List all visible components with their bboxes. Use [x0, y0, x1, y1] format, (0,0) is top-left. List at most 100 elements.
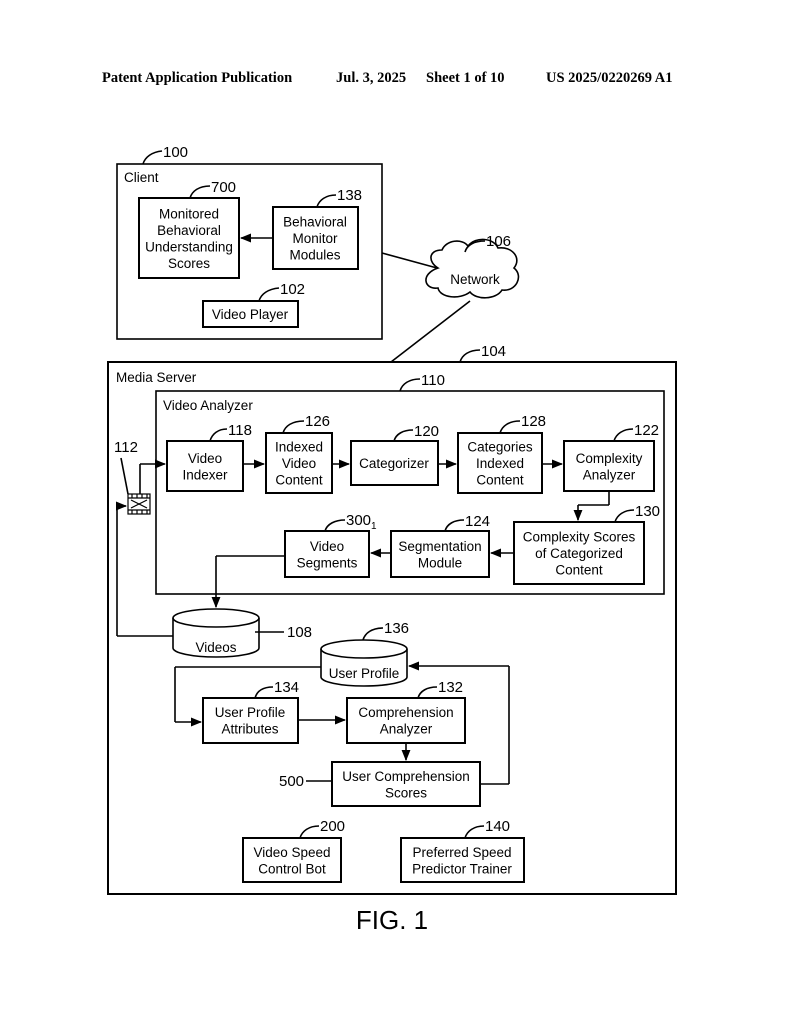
client-label: Client: [124, 170, 159, 185]
comprehension-analyzer-label-line: Comprehension: [358, 705, 453, 720]
ref-video-analyzer: 110: [421, 372, 445, 389]
ref-monitored-scores: 700: [211, 179, 236, 196]
client-network-link: [381, 252, 438, 269]
categories-indexed-content-label-line: Content: [476, 473, 524, 488]
ref-video-indexer: 118: [228, 422, 252, 439]
user-profile-label: User Profile: [329, 666, 400, 681]
ref-behavioral-monitor: 138: [337, 187, 362, 204]
ref-preferred-speed-trainer: 140: [485, 818, 510, 835]
header-publication: Patent Application Publication: [102, 70, 293, 86]
preferred-speed-trainer-label-line: Preferred Speed: [412, 845, 511, 860]
user-profile-attributes-label-line: User Profile: [215, 705, 286, 720]
ref-video-player: 102: [280, 281, 305, 298]
categorizer-label-line: Categorizer: [359, 456, 429, 471]
ref-indexed-video-content: 126: [305, 413, 330, 430]
videos-database: [172, 618, 260, 658]
video-segments-label-line: Video: [310, 539, 344, 554]
client-container: [116, 163, 383, 340]
video-player-label: Video Player: [212, 307, 289, 322]
ref-categories-indexed-content: 128: [521, 413, 546, 430]
monitored-scores-label-line: Monitored: [159, 206, 219, 221]
monitored-scores-label-line: Scores: [168, 256, 210, 271]
header-sheet: Sheet 1 of 10: [426, 70, 505, 86]
video-segments-label-line: Segments: [297, 555, 358, 570]
video-indexer-label-line: Video: [188, 451, 222, 466]
ref-media-server: 104: [481, 343, 506, 360]
video-speed-control-bot-label-line: Control Bot: [258, 861, 326, 876]
network-server-link: [390, 300, 471, 363]
header-number: US 2025/0220269 A1: [546, 70, 673, 86]
network-cloud: [425, 238, 520, 299]
indexed-video-content-label-line: Content: [275, 473, 323, 488]
ref-complexity-analyzer: 122: [634, 422, 659, 439]
video-indexer-label-line: Indexer: [182, 467, 228, 482]
complexity-analyzer-label-line: Complexity: [576, 451, 643, 466]
complexity-scores-label-line: Content: [555, 563, 603, 578]
segmentation-module-label-line: Segmentation: [398, 539, 481, 554]
behavioral-monitor-label-line: Behavioral: [283, 215, 347, 230]
network-label: Network: [450, 272, 500, 287]
ref-segmentation-module: 124: [465, 513, 490, 530]
preferred-speed-trainer-block: [400, 837, 525, 883]
ref-video-speed-control-bot: 200: [320, 818, 345, 835]
monitored-scores-label-line: Behavioral: [157, 223, 221, 238]
user-comprehension-scores-label-line: Scores: [385, 785, 427, 800]
indexed-video-content-label-line: Video: [282, 456, 316, 471]
ref-user-profile: 136: [384, 620, 409, 637]
monitored-scores-block: [138, 197, 240, 279]
header-date: Jul. 3, 2025: [336, 70, 407, 86]
ref-user-comprehension-scores: 500: [279, 773, 304, 790]
preferred-speed-trainer-label-line: Predictor Trainer: [412, 861, 512, 876]
figure-label: FIG. 1: [356, 905, 428, 935]
comprehension-analyzer-label-line: Analyzer: [380, 721, 433, 736]
video-indexer-block: [166, 440, 244, 492]
video-segments-block: [284, 530, 370, 578]
ref-categorizer: 120: [414, 423, 439, 440]
complexity-analyzer-label-line: Analyzer: [583, 467, 636, 482]
user-profile-attributes-label-line: Attributes: [221, 721, 278, 736]
behavioral-monitor-label-line: Monitor: [292, 231, 338, 246]
user-comprehension-scores-label-line: User Comprehension: [342, 769, 470, 784]
video-player-label-line: Video Player: [212, 307, 289, 322]
ref-video-segments: 3001: [346, 512, 377, 532]
monitored-scores-label-line: Understanding: [145, 239, 233, 254]
complexity-scores-label-line: of Categorized: [535, 546, 623, 561]
video-analyzer-label: Video Analyzer: [163, 398, 253, 413]
complexity-scores-label-line: Complexity Scores: [523, 530, 636, 545]
ref-film-strip: 112: [114, 439, 138, 456]
indexed-video-content-block: [265, 432, 333, 494]
segmentation-module-block: [390, 530, 490, 578]
media-server-label: Media Server: [116, 370, 197, 385]
behavioral-monitor-label-line: Modules: [289, 248, 340, 263]
ref-network: 106: [486, 233, 511, 250]
film-strip-icon: [127, 493, 151, 515]
videos-label: Videos: [195, 640, 236, 655]
video-speed-control-bot-label-line: Video Speed: [253, 845, 330, 860]
complexity-analyzer-block: [563, 440, 655, 492]
ref-complexity-scores: 130: [635, 503, 660, 520]
video-analyzer-container: [155, 390, 665, 595]
ref-client: 100: [163, 144, 188, 161]
user-profile-database: [320, 649, 408, 687]
categories-indexed-content-label-line: Categories: [467, 440, 533, 455]
categorizer-label: Categorizer: [359, 456, 429, 471]
ref-videos: 108: [287, 624, 312, 641]
video-player-block: [202, 300, 299, 328]
ref-comprehension-analyzer: 132: [438, 679, 463, 696]
segmentation-module-label-line: Module: [418, 555, 462, 570]
indexed-video-content-label-line: Indexed: [275, 440, 323, 455]
